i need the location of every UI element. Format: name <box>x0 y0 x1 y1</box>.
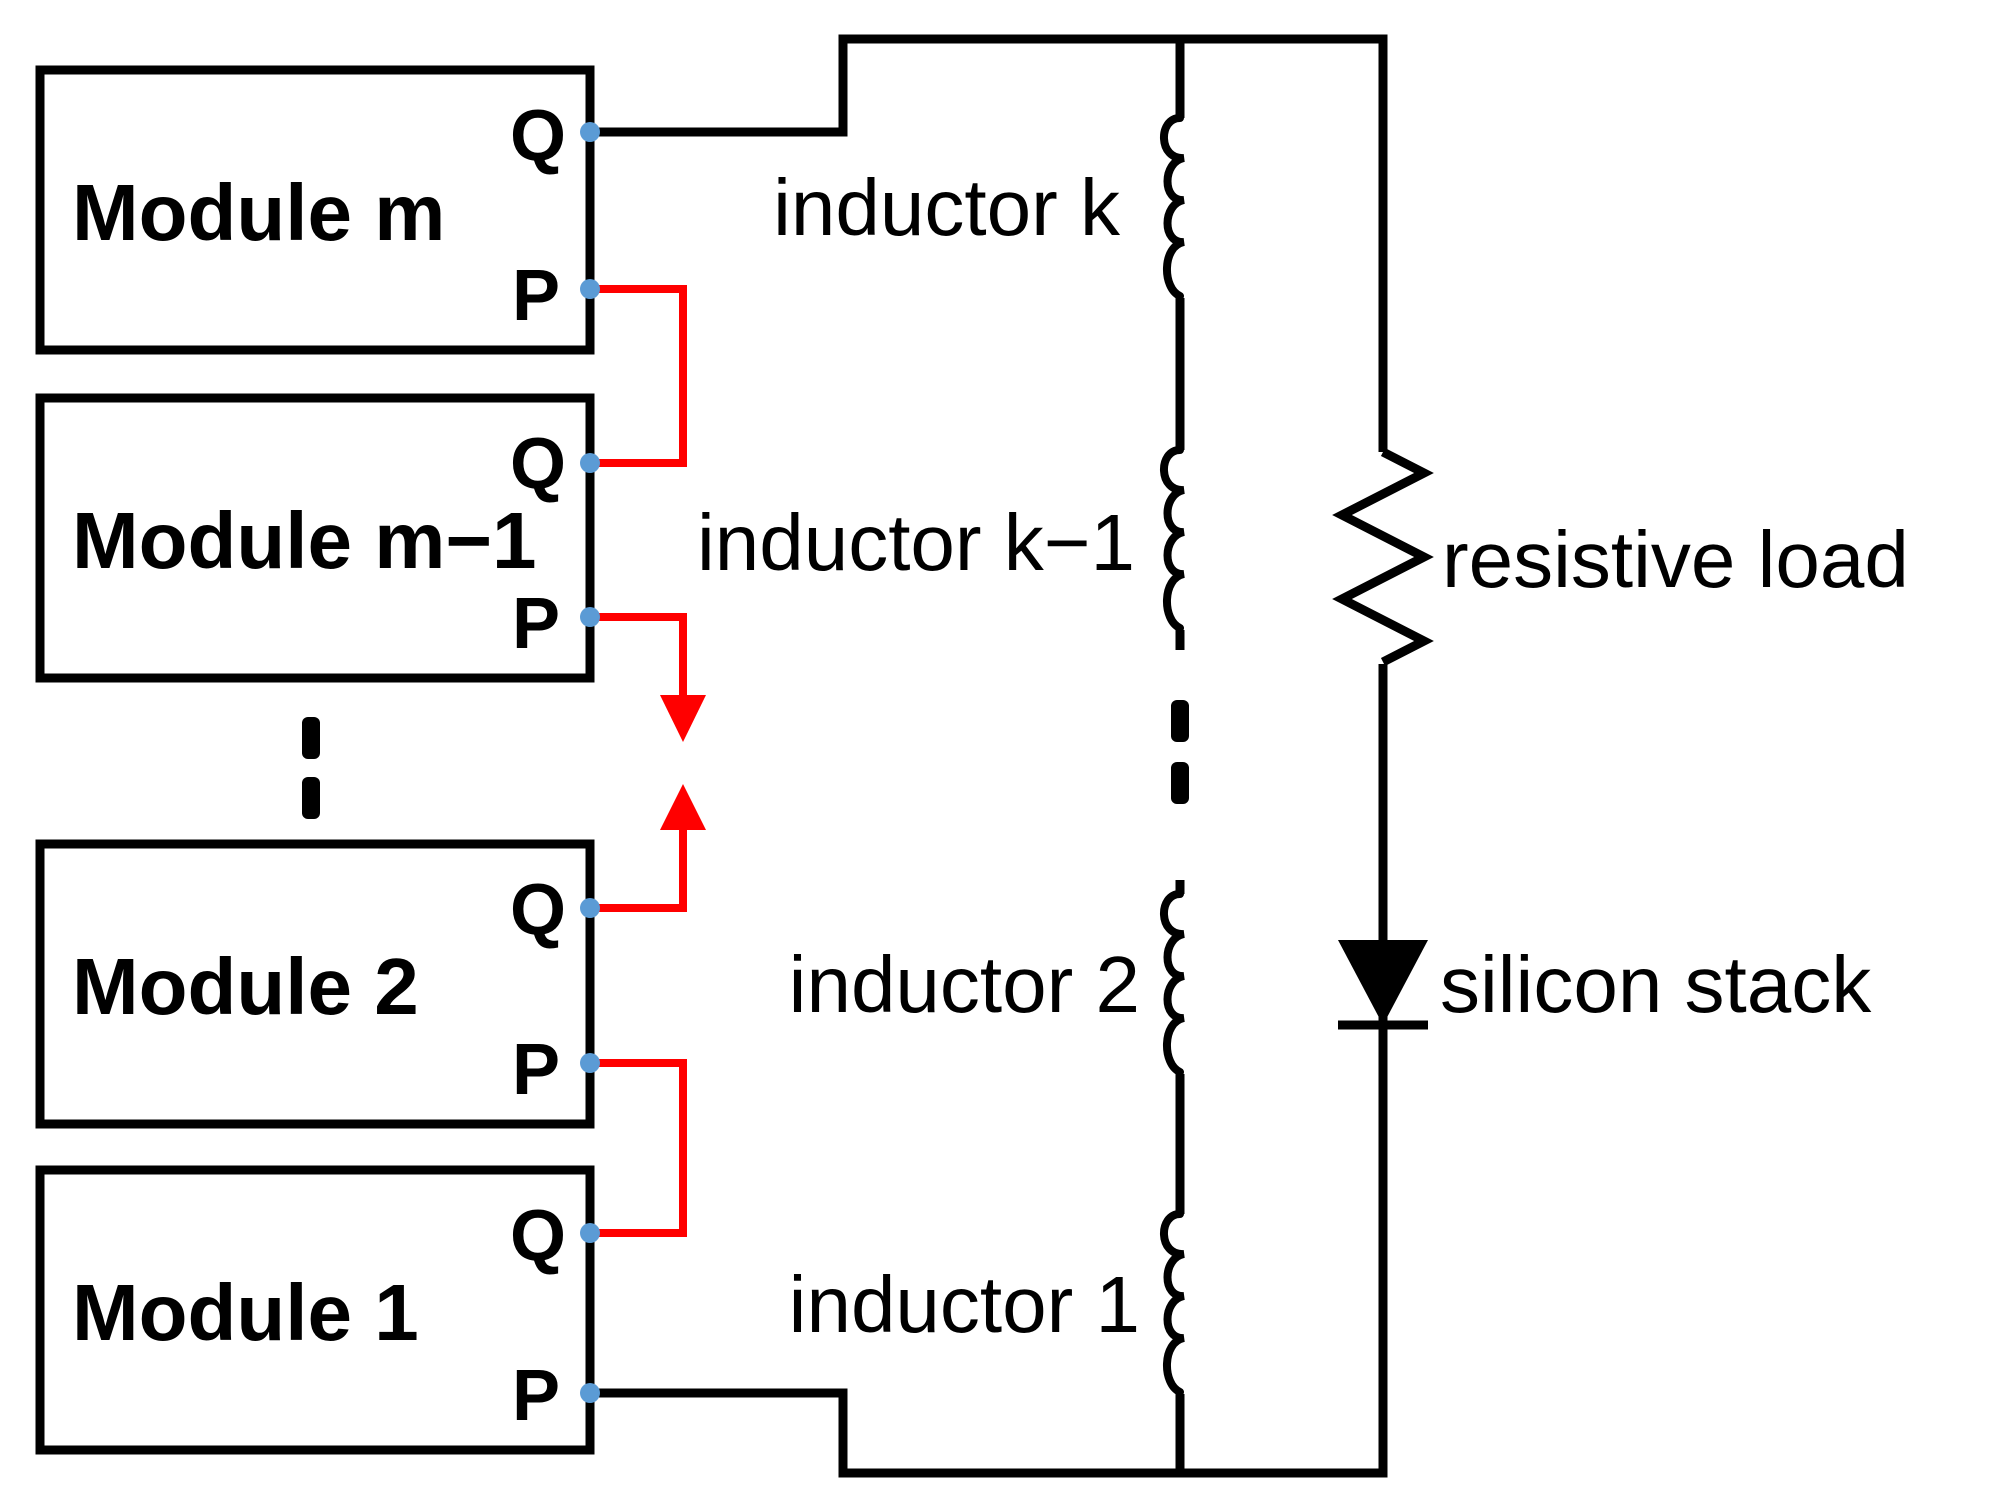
inductor-k-1-coil <box>1160 446 1192 632</box>
port-p: P <box>512 1356 560 1436</box>
resistive-load-label: resistive load <box>1442 515 1909 604</box>
inductor-2-label: inductor 2 <box>789 940 1140 1029</box>
module-m-1: Module m−1 Q P <box>35 393 595 683</box>
resistor-symbol <box>1332 447 1434 667</box>
terminal-dot <box>580 1223 600 1243</box>
inductor-k-1-label: inductor k−1 <box>697 498 1135 587</box>
port-q: Q <box>510 1196 566 1276</box>
inductor-1-coil <box>1160 1210 1192 1396</box>
terminal-dot <box>580 1053 600 1073</box>
top-wire <box>590 34 1388 455</box>
port-p: P <box>512 256 560 336</box>
inductor-k-coil <box>1160 114 1192 300</box>
module-1: Module 1 Q P <box>35 1165 595 1455</box>
module-label: Module m <box>72 168 445 257</box>
terminal-dots <box>580 122 600 1403</box>
terminal-dot <box>580 453 600 473</box>
inductor-k-label: inductor k <box>773 163 1121 252</box>
module-m: Module m Q P <box>35 65 595 355</box>
right-rail-lower <box>590 660 1388 1478</box>
terminal-dot <box>580 122 600 142</box>
terminal-dot <box>580 1383 600 1403</box>
module-label: Module 2 <box>72 942 419 1031</box>
port-p: P <box>512 1030 560 1110</box>
module-ellipsis <box>302 717 320 819</box>
module-2: Module 2 Q P <box>35 839 595 1129</box>
port-q: Q <box>510 96 566 176</box>
link-m-to-m-1 <box>590 285 687 467</box>
inductor-2-coil <box>1160 890 1192 1076</box>
port-p: P <box>512 584 560 664</box>
link-arrow-up <box>590 784 706 912</box>
terminal-dot <box>580 279 600 299</box>
inductor-ellipsis <box>1168 650 1192 880</box>
inductor-1-label: inductor 1 <box>789 1260 1140 1349</box>
silicon-stack-label: silicon stack <box>1440 940 1872 1029</box>
port-q: Q <box>510 424 566 504</box>
module-label: Module 1 <box>72 1268 419 1357</box>
terminal-dot <box>580 898 600 918</box>
diode-symbol <box>1338 940 1428 1030</box>
link-arrow-down <box>590 613 706 742</box>
port-q: Q <box>510 870 566 950</box>
link-2-to-1 <box>590 1059 687 1237</box>
terminal-dot <box>580 607 600 627</box>
module-label: Module m−1 <box>72 496 537 585</box>
